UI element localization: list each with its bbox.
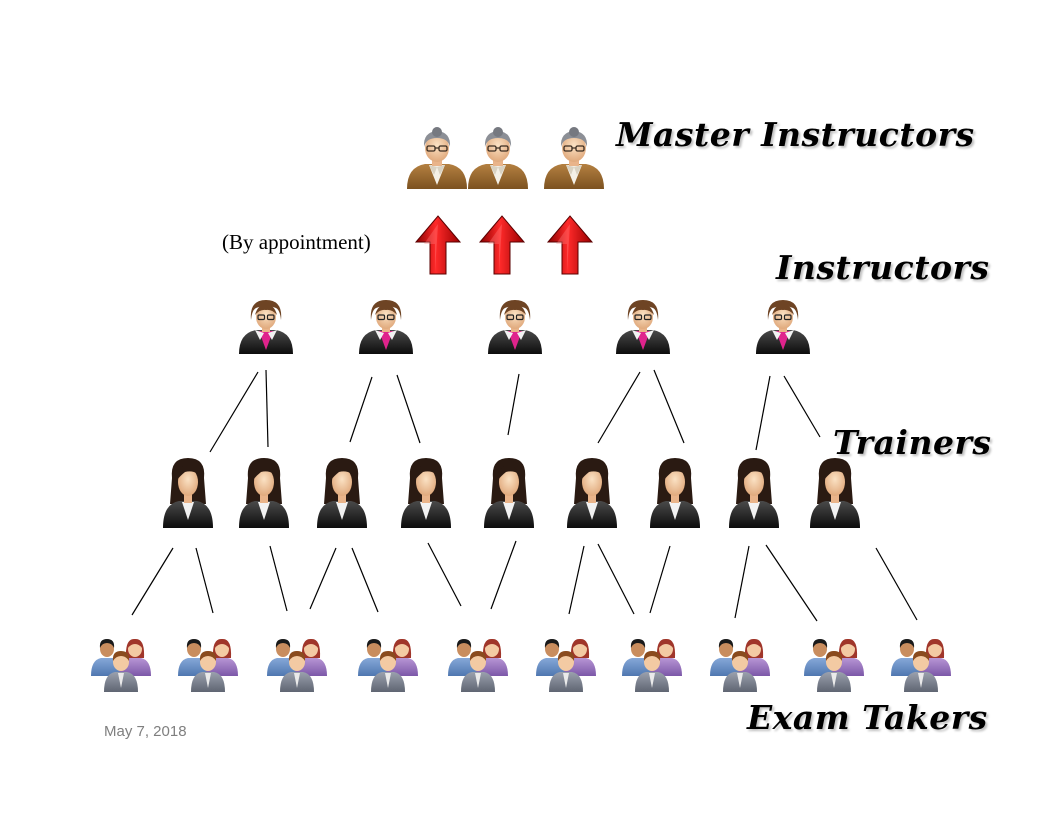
exam-taker-group-icon [358,638,418,692]
exam-takers-label: Exam Takers [747,698,988,737]
connector-line [265,369,269,448]
exam-taker-group-icon [91,638,151,692]
connector-line [597,543,635,615]
trainer-icon [401,458,451,528]
connector-line [875,547,918,621]
connector-line [349,376,373,443]
up-arrow-icon [479,215,525,275]
trainer-icon [810,458,860,528]
connector-line [396,374,421,444]
connector-line [783,375,821,438]
instructor-icon [615,299,671,355]
connector-line [209,371,259,453]
trainer-icon [317,458,367,528]
instructor-trainer-connectors [209,369,821,453]
master-instructor-icon [467,126,529,190]
connector-line [765,544,818,622]
master-instructors-label: Master Instructors [616,115,975,154]
instructors-label: Instructors [776,248,990,287]
exam-taker-group-icon [891,638,951,692]
promotion-arrows [415,215,593,275]
trainer-examtaker-connectors [131,540,918,622]
trainer-icon [729,458,779,528]
exam-taker-group-icon [448,638,508,692]
connector-line [507,373,520,436]
trainer-icon [567,458,617,528]
connector-line [734,545,750,619]
exam-taker-group-icon [178,638,238,692]
exam-taker-group-icon [710,638,770,692]
instructor-icon [755,299,811,355]
up-arrow-icon [547,215,593,275]
master-instructors-row [406,126,605,190]
trainers-label: Trainers [833,423,992,462]
instructor-icon [238,299,294,355]
trainer-icon [484,458,534,528]
exam-taker-group-icon [536,638,596,692]
appointment-note: (By appointment) [222,230,371,254]
connector-line [351,547,379,613]
up-arrow-icon [415,215,461,275]
instructor-icon [358,299,414,355]
connector-line [427,542,462,607]
instructors-row [238,299,811,355]
master-instructor-icon [406,126,468,190]
connector-line [269,545,288,612]
exam-taker-group-icon [622,638,682,692]
connector-line [755,375,771,451]
connector-line [309,547,337,610]
connector-line [568,545,585,615]
exam-taker-group-icon [804,638,864,692]
instructor-icon [487,299,543,355]
master-instructor-icon [543,126,605,190]
trainer-icon [650,458,700,528]
connector-line [653,369,685,444]
footer-date: May 7, 2018 [104,723,187,740]
connector-line [597,371,641,444]
trainer-icon [163,458,213,528]
exam-taker-group-icon [267,638,327,692]
connector-line [131,547,174,616]
trainer-icon [239,458,289,528]
exam-takers-row [91,638,951,692]
connector-line [195,547,214,614]
connector-line [649,545,671,614]
trainers-row [163,458,860,528]
connector-line [490,540,517,610]
